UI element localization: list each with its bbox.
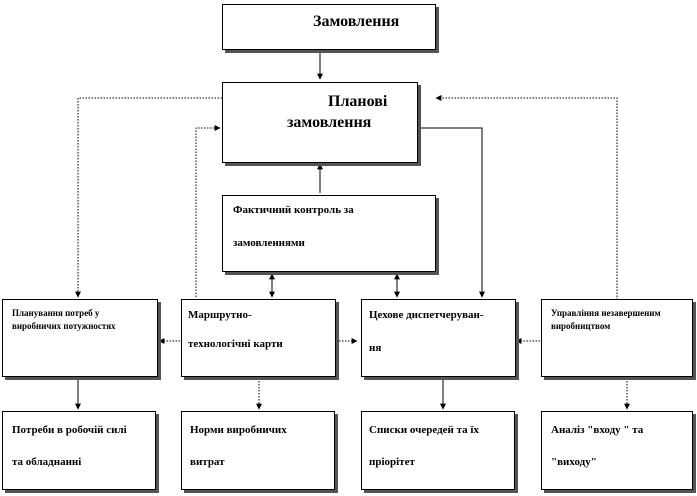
arrow-wip-to-planned [435,95,618,300]
orders-label: Замовлення [313,13,400,30]
capacity-planning-line1: Планування потреб у [12,308,100,318]
arrow-planned-to-dispatching [418,127,485,298]
shop-dispatching-line2: ня [369,342,382,354]
wip-control-line1: Управління незавершеним [551,308,661,318]
labor-equipment-needs-line2: та обладнанні [12,456,82,468]
shop-dispatching-line1: Цехове диспетчеруван- [369,309,484,321]
labor-equipment-needs-box: Потреби в робочій силі та обладнанні [2,411,156,490]
orders-box: Замовлення [222,4,436,50]
production-cost-norms-line1: Норми виробничих [190,424,287,436]
input-output-analysis-line1: Аналіз "входу " та [551,424,644,436]
planned-orders-line2: замовлення [287,114,372,131]
production-cost-norms-box: Норми виробничих витрат [181,411,335,490]
input-output-analysis-line2: "виходу" [551,456,597,468]
planned-orders-line1: Планові [328,93,388,110]
queue-priority-lists-box: Списки очередей та їх пріорітет [361,411,515,490]
queue-priority-lists-line1: Списки очередей та їх [369,424,479,436]
wip-control-box: Управління незавершеним виробництвом [541,299,693,377]
routing-cards-box: Маршрутно- технологічні карти [181,299,336,377]
shop-dispatching-box: Цехове диспетчеруван- ня [361,299,516,377]
input-output-analysis-box: Аналіз "входу " та "виходу" [541,411,693,490]
actual-control-box: Фактичний контроль за замовленнями [222,195,436,272]
queue-priority-lists-line2: пріорітет [369,456,415,468]
routing-cards-line1: Маршрутно- [188,309,252,321]
capacity-planning-box: Планування потреб у виробничих потужност… [2,299,158,377]
arrow-routing-to-planned [195,125,221,297]
wip-control-line2: виробництвом [551,321,611,331]
arrow-planned-to-capacity [75,97,222,298]
routing-cards-line2: технологічні карти [188,338,283,350]
capacity-planning-line2: виробничих потужностях [12,321,116,331]
production-cost-norms-line2: витрат [190,456,225,468]
planned-orders-box: Планові замовлення [222,82,418,163]
actual-control-line1: Фактичний контроль за [233,204,354,216]
labor-equipment-needs-line1: Потреби в робочій силі [12,424,127,436]
actual-control-line2: замовленнями [233,237,305,249]
